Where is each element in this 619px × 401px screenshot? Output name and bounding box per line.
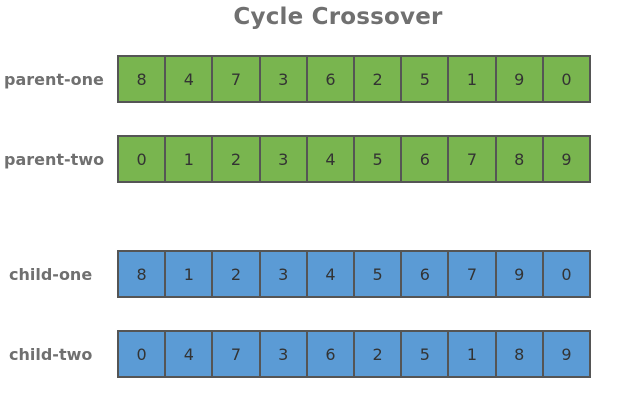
gene-cell: 2 xyxy=(213,137,261,181)
gene-cell: 7 xyxy=(449,252,497,296)
gene-cell: 4 xyxy=(166,332,214,376)
gene-cell: 7 xyxy=(213,57,261,101)
gene-cell: 9 xyxy=(496,57,544,101)
row-label: child-one xyxy=(9,265,93,284)
gene-array: 8 1 2 3 4 5 6 7 9 0 xyxy=(117,250,591,298)
gene-cell: 7 xyxy=(449,137,497,181)
gene-cell: 5 xyxy=(355,137,403,181)
gene-cell: 5 xyxy=(355,252,403,296)
gene-cell: 6 xyxy=(402,137,450,181)
gene-cell: 4 xyxy=(166,57,214,101)
row-label: child-two xyxy=(9,345,93,364)
gene-cell: 3 xyxy=(260,252,308,296)
gene-cell: 8 xyxy=(119,57,167,101)
gene-cell: 2 xyxy=(355,57,403,101)
gene-cell: 1 xyxy=(449,332,497,376)
gene-cell: 0 xyxy=(543,57,590,101)
gene-cell: 1 xyxy=(449,57,497,101)
gene-cell: 2 xyxy=(355,332,403,376)
gene-cell: 9 xyxy=(496,252,544,296)
diagram-title: Cycle Crossover xyxy=(233,4,443,30)
gene-cell: 4 xyxy=(307,137,356,181)
gene-cell: 2 xyxy=(213,252,261,296)
gene-cell: 5 xyxy=(402,57,450,101)
gene-cell: 1 xyxy=(166,252,214,296)
gene-cell: 1 xyxy=(166,137,214,181)
gene-array: 0 1 2 3 4 5 6 7 8 9 xyxy=(117,135,591,183)
gene-cell: 4 xyxy=(307,252,356,296)
gene-cell: 0 xyxy=(119,137,167,181)
gene-cell: 9 xyxy=(543,137,590,181)
gene-array: 0 4 7 3 6 2 5 1 8 9 xyxy=(117,330,591,378)
gene-cell: 3 xyxy=(260,137,308,181)
gene-cell: 7 xyxy=(213,332,261,376)
gene-cell: 0 xyxy=(119,332,167,376)
gene-cell: 6 xyxy=(307,332,356,376)
row-child-one: child-one 8 1 2 3 4 5 6 7 9 0 xyxy=(0,250,619,300)
row-parent-one: parent-one 8 4 7 3 6 2 5 1 9 0 xyxy=(0,55,619,105)
gene-cell: 8 xyxy=(496,137,544,181)
row-parent-two: parent-two 0 1 2 3 4 5 6 7 8 9 xyxy=(0,135,619,185)
gene-cell: 8 xyxy=(119,252,167,296)
gene-cell: 3 xyxy=(260,332,308,376)
gene-array: 8 4 7 3 6 2 5 1 9 0 xyxy=(117,55,591,103)
gene-cell: 6 xyxy=(402,252,450,296)
gene-cell: 9 xyxy=(543,332,590,376)
gene-cell: 6 xyxy=(307,57,356,101)
gene-cell: 5 xyxy=(402,332,450,376)
gene-cell: 0 xyxy=(543,252,590,296)
row-label: parent-one xyxy=(4,70,104,89)
row-label: parent-two xyxy=(4,150,105,169)
row-child-two: child-two 0 4 7 3 6 2 5 1 8 9 xyxy=(0,330,619,380)
gene-cell: 3 xyxy=(260,57,308,101)
gene-cell: 8 xyxy=(496,332,544,376)
